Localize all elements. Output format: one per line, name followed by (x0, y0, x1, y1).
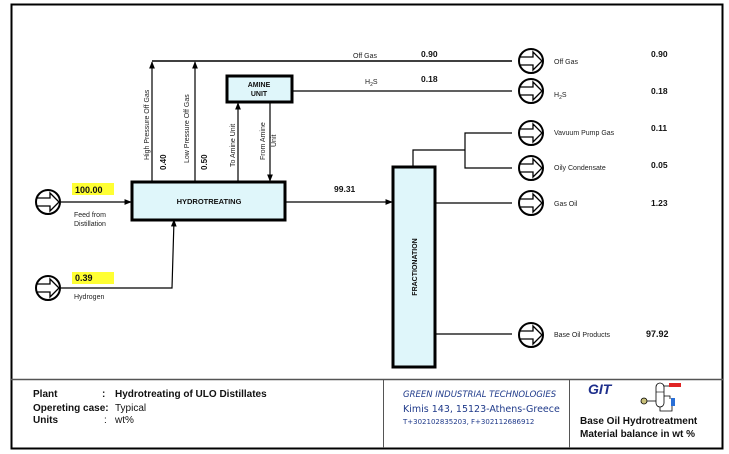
frac-overhead-line (412, 149, 465, 166)
amine-unit[interactable]: AMINE UNIT (225, 74, 294, 104)
vacuum-pump-gas-line (464, 132, 512, 169)
h2s-line-value: 0.18 (421, 74, 438, 84)
company-name: GREEN INDUSTRIAL TECHNOLOGIES (403, 390, 557, 400)
hydrogen-value: 0.39 (75, 273, 93, 283)
off-gas-line-label: Off Gas (353, 53, 377, 60)
doc-subtitle: Material balance in wt % (580, 429, 695, 440)
amine-label-2: UNIT (251, 91, 268, 98)
off-gas-line-value: 0.90 (421, 49, 438, 59)
hydrogen-value-highlight (72, 272, 114, 284)
process-column-icon (640, 382, 681, 412)
units-value: wt% (114, 415, 134, 426)
fractionation-label: FRACTIONATION (412, 238, 419, 295)
plant-sep: : (102, 389, 105, 400)
product-gas-oil-value: 1.23 (651, 198, 668, 208)
company-phone: T+302102835203, F+302112686912 (402, 418, 534, 426)
hp-off-gas-value: 0.40 (159, 154, 168, 170)
hp-off-gas-label: High Pressure Off Gas (144, 89, 151, 160)
fractionation-unit[interactable]: FRACTIONATION (391, 165, 437, 369)
case-value: Typical (115, 403, 146, 414)
product-off-gas-label: Off Gas (554, 59, 578, 66)
lp-off-gas-value: 0.50 (200, 154, 209, 170)
feed-label-1: Feed from (74, 212, 106, 219)
product-base-oil: Base Oil Products 97.92 (518, 322, 669, 348)
hydrotreating-label: HYDROTREATING (177, 197, 242, 206)
units-sep: : (104, 415, 107, 426)
product-oily-condensate-value: 0.05 (651, 160, 668, 170)
product-oily-condensate: Oily Condensate 0.05 (518, 155, 668, 181)
product-base-oil-value: 97.92 (646, 329, 669, 339)
company-info: GREEN INDUSTRIAL TECHNOLOGIES Kimis 143,… (402, 390, 560, 426)
hydrogen-line (61, 219, 177, 289)
product-h2s-label: H2S (554, 92, 567, 101)
product-h2s-value: 0.18 (651, 86, 668, 96)
hydrotreating-unit[interactable]: HYDROTREATING (130, 180, 287, 222)
to-amine-label: To Amine Unit (230, 124, 237, 167)
product-vacuum-pump-gas-label: Vavuum Pump Gas (554, 130, 615, 137)
feed-label-2: Distillation (74, 221, 106, 228)
feed-stream-symbol (35, 189, 61, 215)
product-vacuum-pump-gas-value: 0.11 (651, 123, 667, 133)
from-amine-label-2: Unit (271, 134, 278, 147)
feed-value: 100.00 (75, 185, 103, 195)
ht-to-frac-value: 99.31 (334, 184, 356, 194)
from-amine-label-1: From Amine (260, 122, 267, 160)
product-off-gas: Off Gas 0.90 (518, 48, 668, 74)
footer-info: Plant : Hydrotreating of ULO Distillates… (33, 389, 267, 426)
product-off-gas-value: 0.90 (651, 49, 668, 59)
plant-label: Plant (33, 389, 58, 400)
title-block: GIT Base Oil Hydrotreatment Material bal… (580, 381, 698, 440)
lp-off-gas-label: Low Pressure Off Gas (184, 94, 191, 163)
doc-title: Base Oil Hydrotreatment (580, 416, 698, 427)
outer-frame (10, 3, 724, 450)
product-vacuum-pump-gas: Vavuum Pump Gas 0.11 (518, 120, 667, 146)
product-oily-condensate-label: Oily Condensate (554, 165, 606, 172)
case-label: Opereting case: (33, 403, 109, 414)
h2s-line-label: H2S (365, 79, 378, 88)
plant-value: Hydrotreating of ULO Distillates (115, 389, 267, 400)
units-label: Units (33, 415, 58, 426)
git-logo: GIT (588, 381, 613, 397)
amine-label-1: AMINE (248, 82, 271, 89)
hydrogen-stream-symbol (35, 275, 61, 301)
company-address: Kimis 143, 15123-Athens-Greece (403, 404, 560, 415)
product-gas-oil: Gas Oil 1.23 (518, 190, 668, 216)
product-gas-oil-label: Gas Oil (554, 201, 578, 208)
product-base-oil-label: Base Oil Products (554, 332, 611, 339)
hydrogen-label: Hydrogen (74, 294, 104, 301)
feed-value-highlight (72, 183, 114, 195)
product-h2s: H2S 0.18 (518, 78, 668, 104)
